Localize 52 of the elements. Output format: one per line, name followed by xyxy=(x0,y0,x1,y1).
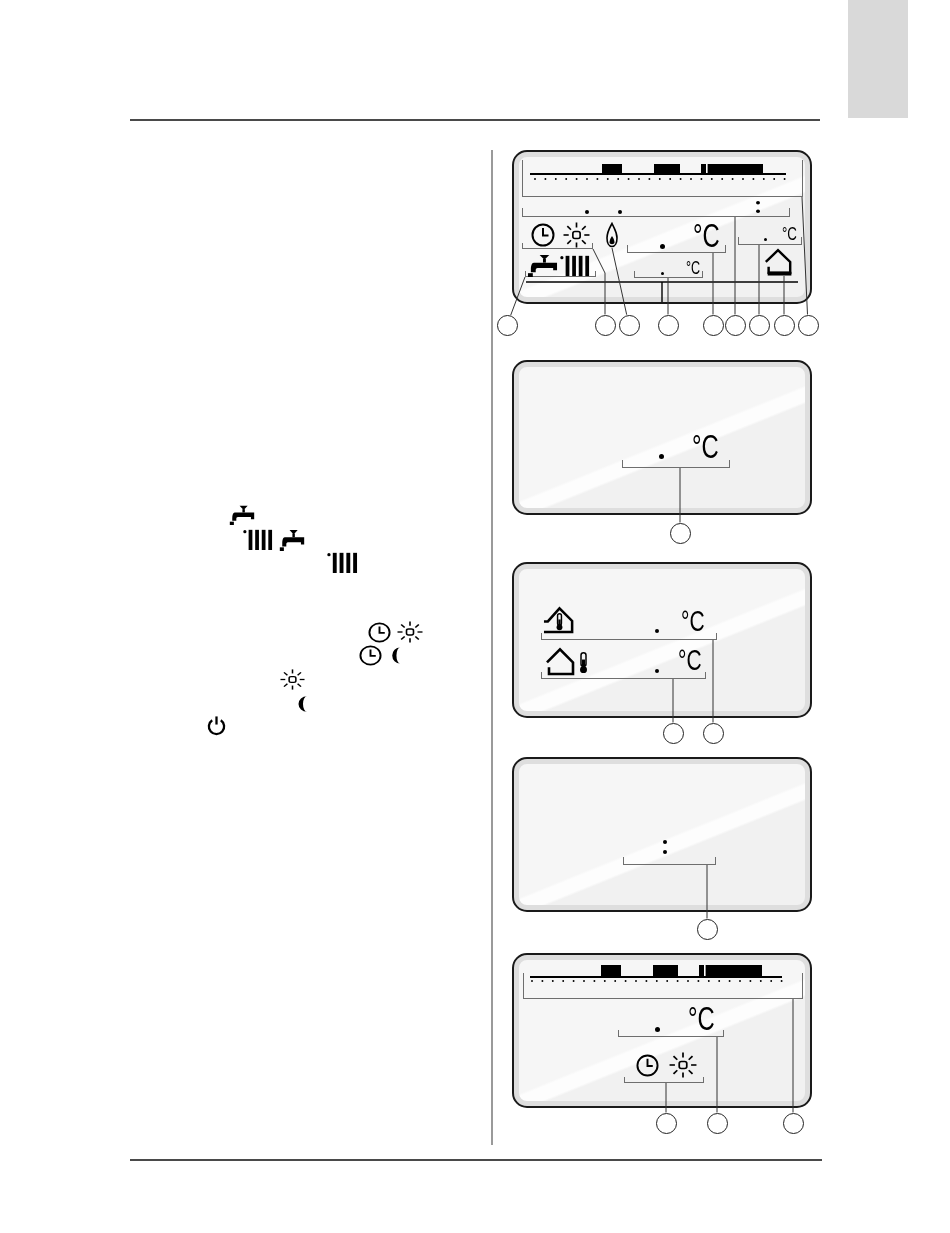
temperature-unit: °C xyxy=(688,1001,715,1035)
leader-line xyxy=(665,1082,667,1113)
callout-circle xyxy=(696,918,718,940)
leader-line xyxy=(672,678,674,723)
leader-line xyxy=(712,639,714,723)
leader-line xyxy=(712,252,714,315)
section-tab xyxy=(848,0,908,118)
leader-line xyxy=(667,277,669,315)
leader-line xyxy=(758,244,760,315)
lcd-display xyxy=(512,360,812,515)
display-field xyxy=(523,962,803,999)
callout-circle xyxy=(797,314,819,336)
callout-circle xyxy=(782,1112,804,1134)
leader-line xyxy=(783,275,785,315)
display-field xyxy=(522,160,803,197)
temperature-unit: °C xyxy=(681,606,705,636)
callout-circle xyxy=(773,314,795,336)
leader-line xyxy=(716,1036,718,1113)
callout-circle xyxy=(657,314,679,336)
leader-line xyxy=(679,467,681,523)
lcd-display xyxy=(512,150,812,304)
display-field xyxy=(522,200,790,217)
callout-circle xyxy=(496,314,518,336)
callout-circle xyxy=(706,1112,728,1134)
flame-icon xyxy=(605,222,619,248)
lcd-display xyxy=(512,757,812,912)
leader-line xyxy=(510,276,526,316)
callout-circle xyxy=(618,314,640,336)
leader-line xyxy=(706,864,708,919)
callout-circle xyxy=(594,314,616,336)
lcd-display xyxy=(512,953,812,1108)
temperature-unit: °C xyxy=(686,259,701,277)
temperature-unit: °C xyxy=(782,224,797,243)
temperature-unit: °C xyxy=(678,645,702,675)
leader-line xyxy=(734,216,736,315)
leader-line xyxy=(792,998,794,1113)
house-icon xyxy=(763,246,793,276)
lcd-display xyxy=(512,562,812,718)
callout-circle xyxy=(669,522,691,544)
temperature-unit: °C xyxy=(693,218,720,252)
callout-circle xyxy=(662,722,684,744)
leader-line xyxy=(611,247,628,316)
callout-circle xyxy=(702,314,724,336)
callout-circle xyxy=(724,314,746,336)
display-field xyxy=(525,252,596,277)
callout-circle xyxy=(655,1112,677,1134)
callout-circle xyxy=(702,722,724,744)
callout-circle xyxy=(748,314,770,336)
leader-line xyxy=(592,248,606,315)
temperature-unit: °C xyxy=(692,429,719,463)
leader-line xyxy=(801,196,808,315)
display-field xyxy=(522,220,593,249)
